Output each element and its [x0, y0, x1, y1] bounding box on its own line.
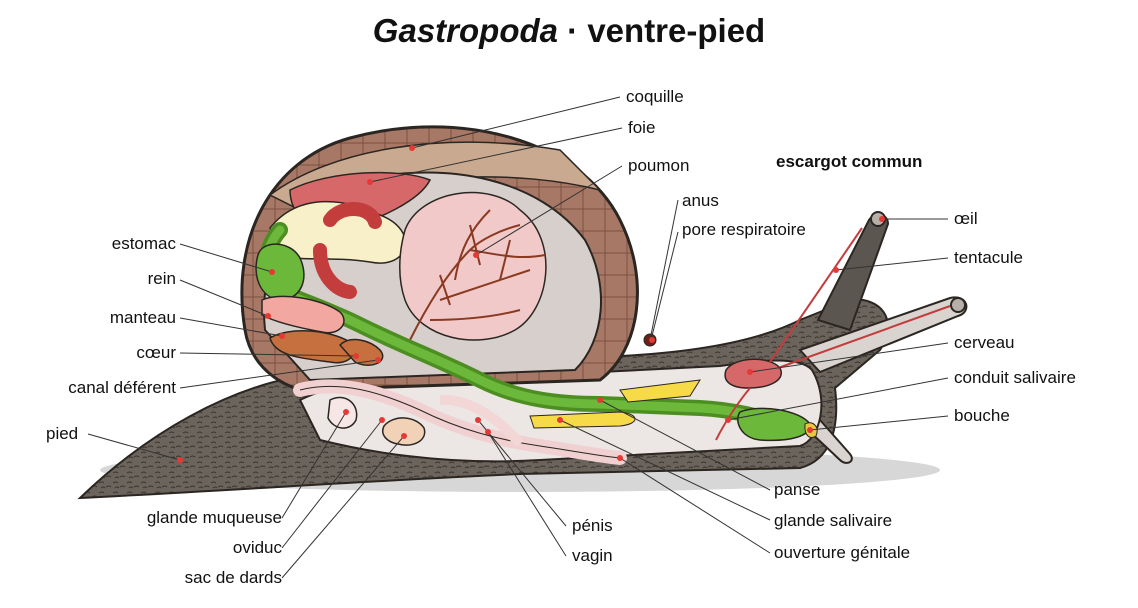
marker-conduit — [725, 417, 731, 423]
brain-organ — [724, 358, 782, 389]
lip-tentacle — [806, 418, 853, 464]
leader-vagin — [487, 431, 567, 557]
leader-foie — [369, 127, 623, 183]
leader-pied — [87, 433, 181, 461]
marker-oviduc — [379, 417, 385, 423]
label-pied: pied — [46, 424, 79, 443]
label-foie: foie — [628, 118, 656, 137]
label-coeur: cœur — [136, 343, 176, 362]
marker-anus — [649, 337, 655, 343]
leader-sac — [281, 435, 405, 579]
heart-vessel — [338, 338, 384, 366]
leader-estomac — [179, 243, 273, 273]
label-poumon: poumon — [628, 156, 690, 175]
marker-pied — [177, 457, 183, 463]
marker-manteau — [279, 333, 285, 339]
dart-sac-organ — [382, 417, 426, 446]
label-glande-salivaire: glande salivaire — [774, 511, 893, 530]
marker-dots — [177, 145, 885, 463]
leader-bouche — [809, 415, 949, 431]
leader-pore — [649, 231, 679, 345]
label-panse: panse — [774, 480, 821, 499]
leader-cerveau — [749, 342, 949, 373]
lung-vessels — [409, 209, 546, 341]
marker-glande-muqueuse — [343, 409, 349, 415]
lung-organ — [399, 191, 547, 341]
marker-rein — [265, 313, 271, 319]
leader-rein — [179, 279, 269, 317]
label-estomac: estomac — [111, 234, 176, 253]
leader-anus — [649, 199, 679, 341]
label-sac-de-dards: sac de dards — [184, 568, 282, 587]
label-penis: pénis — [572, 516, 613, 535]
mucus-gland-organ — [327, 396, 358, 429]
label-bouche: bouche — [954, 406, 1010, 425]
reproductive-duct-outline — [299, 385, 621, 459]
leader-manteau — [179, 317, 283, 337]
marker-vagin — [485, 429, 491, 435]
leader-panse — [599, 399, 771, 491]
label-tentacule: tentacule — [954, 248, 1023, 267]
leader-poumon — [475, 165, 623, 256]
label-ouverture-genitale: ouverture génitale — [774, 543, 911, 562]
title-genus: Gastropoda — [372, 12, 558, 49]
marker-canal — [375, 357, 381, 363]
leader-coeur — [179, 352, 357, 357]
leader-lines — [87, 96, 949, 579]
marker-panse — [597, 397, 603, 403]
label-conduit-salivaire: conduit salivaire — [954, 368, 1076, 387]
leader-canal — [179, 359, 379, 389]
intestine-loop — [313, 202, 382, 299]
label-canal-deferent: canal déférent — [68, 378, 176, 397]
title-separator: · — [558, 12, 588, 49]
salivary-gland-upper — [619, 379, 701, 403]
buccal-mass — [737, 407, 811, 442]
marker-estomac — [269, 269, 275, 275]
label-glande-muqueuse: glande muqueuse — [146, 508, 282, 527]
label-oeil: œil — [954, 209, 978, 228]
marker-oeil — [879, 216, 885, 222]
label-manteau: manteau — [109, 308, 176, 327]
marker-penis — [475, 417, 481, 423]
marker-poumon — [473, 252, 479, 258]
marker-tentacule — [833, 267, 839, 273]
stomach-organ — [255, 243, 305, 301]
lower-eye — [950, 297, 966, 313]
tentacle-nerve-upper — [769, 227, 863, 363]
marker-coeur — [353, 353, 359, 359]
leader-glande-muqueuse — [281, 411, 347, 519]
leader-oviduc — [281, 419, 383, 549]
salivary-duct — [715, 387, 751, 441]
leader-penis — [477, 419, 567, 527]
kidney-organ — [261, 295, 345, 334]
leader-ouverture — [619, 457, 771, 554]
label-cerveau: cerveau — [954, 333, 1015, 352]
label-pore-respiratoire: pore respiratoire — [682, 220, 806, 239]
marker-sac — [401, 433, 407, 439]
leader-glande-salivaire — [559, 419, 771, 521]
label-rein: rein — [147, 269, 176, 288]
penis-organ — [439, 394, 524, 448]
label-anus: anus — [682, 191, 719, 210]
label-vagin: vagin — [572, 546, 613, 565]
diagram-title: Gastropoda · ventre-pied — [0, 12, 1138, 50]
leader-coquille — [411, 96, 621, 149]
marker-coquille — [409, 145, 415, 151]
label-coquille: coquille — [626, 87, 684, 106]
marker-glande-salivaire — [557, 417, 563, 423]
leader-conduit — [727, 377, 949, 421]
tentacle-nerve-lower — [777, 305, 951, 369]
diagram-subtitle: escargot commun — [776, 152, 923, 171]
salivary-gland-lower — [529, 411, 636, 429]
label-oviduc: oviduc — [232, 538, 282, 557]
marker-ouverture — [617, 455, 623, 461]
marker-cerveau — [747, 369, 753, 375]
marker-bouche — [807, 427, 813, 433]
title-rest: ventre-pied — [587, 12, 766, 49]
marker-foie — [367, 179, 373, 185]
leader-tentacule — [835, 257, 949, 271]
